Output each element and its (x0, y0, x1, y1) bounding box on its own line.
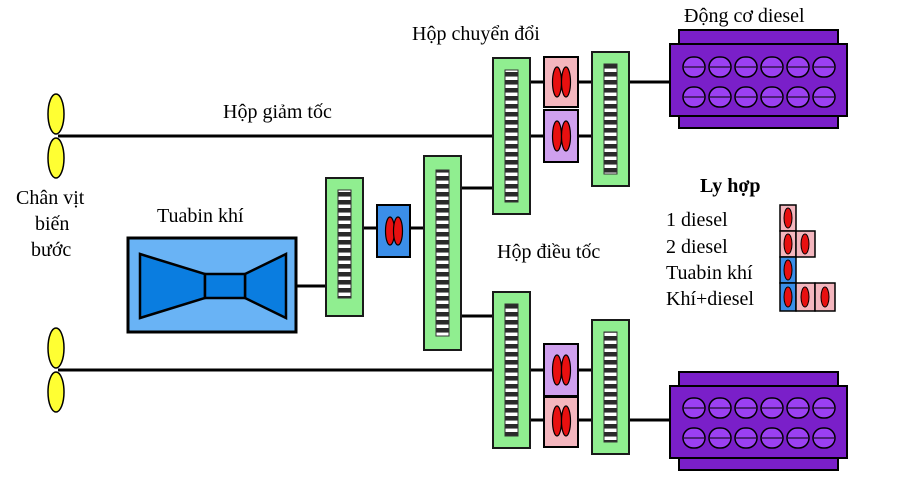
legend-clutch-swatches (779, 204, 836, 312)
label-reduction-gearbox: Hộp giảm tốc (223, 101, 332, 123)
legend-item-turbine: Tuabin khí (666, 262, 753, 284)
label-speed-gearbox: Hộp điều tốc (497, 241, 600, 263)
clutch-turbine (376, 204, 411, 258)
engine-pistons (682, 397, 836, 449)
gear-unit-speed-main (423, 155, 462, 351)
legend-title: Ly hợp (700, 175, 761, 197)
gear-unit-speed-left (492, 291, 531, 449)
clutch-top-lower (543, 109, 579, 163)
label-gas-turbine: Tuabin khí (157, 205, 244, 227)
legend-item-1-diesel: 1 diesel (666, 209, 728, 231)
clutch-bottom-lower (543, 396, 579, 448)
label-propeller-line1: Chân vịt (16, 187, 85, 209)
label-propeller-line2: biến (35, 213, 69, 235)
gear-unit-speed-right (591, 319, 630, 455)
propeller-bottom-icon (47, 327, 65, 413)
clutch-bottom-upper (543, 343, 579, 397)
label-propeller-line3: bước (31, 239, 71, 261)
engine-pistons (682, 56, 836, 108)
legend: Ly hợp 1 diesel 2 diesel Tuabin khí Khí+… (666, 175, 836, 312)
legend-item-gas-diesel: Khí+diesel (666, 288, 754, 310)
diesel-engine-top (669, 29, 848, 129)
legend-item-2-diesel: 2 diesel (666, 236, 728, 258)
propeller-top-icon (47, 93, 65, 179)
label-diesel-engine: Động cơ diesel (684, 5, 805, 27)
gear-unit-changeover-right (591, 51, 630, 187)
gear-unit-changeover-left (492, 57, 531, 215)
clutch-top-upper (543, 56, 579, 108)
diesel-engine-bottom (669, 371, 848, 471)
label-changeover-gearbox: Hộp chuyển đổi (412, 23, 540, 45)
gas-turbine (126, 236, 298, 334)
gear-unit-turbine (325, 177, 364, 317)
